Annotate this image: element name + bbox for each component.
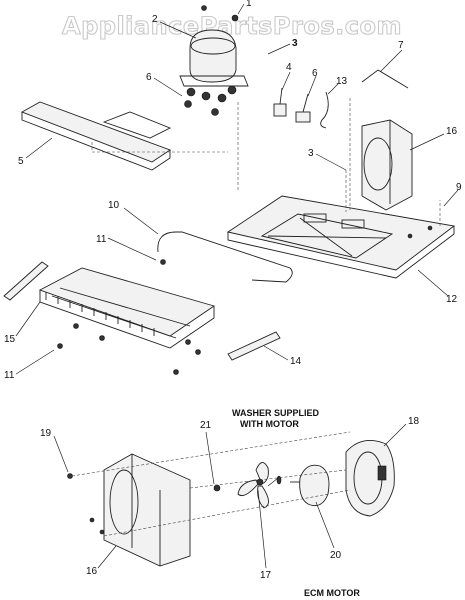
condenser-coil-15 xyxy=(38,267,216,349)
callout-4: 4 xyxy=(286,62,292,73)
callout-14: 14 xyxy=(290,356,302,367)
compressor xyxy=(179,29,249,103)
nut-21 xyxy=(213,484,221,492)
motor-20 xyxy=(290,464,330,507)
callout-2: 2 xyxy=(152,14,158,25)
ecm-motor-label: ECM MOTOR xyxy=(304,588,360,598)
callout-17: 17 xyxy=(260,570,272,581)
wire-13 xyxy=(320,91,329,129)
screws-11 xyxy=(57,259,201,375)
callout-3a: 3 xyxy=(292,38,298,49)
callout-15: 15 xyxy=(4,334,16,345)
callout-11b: 11 xyxy=(4,370,15,381)
callout-13: 13 xyxy=(336,76,348,87)
gasket-7 xyxy=(361,69,409,89)
callout-16b: 16 xyxy=(86,566,98,577)
callout-3b: 3 xyxy=(308,148,314,159)
fan-shroud-16-upper xyxy=(361,119,413,211)
callout-12: 12 xyxy=(446,294,458,305)
callout-18: 18 xyxy=(408,416,420,427)
fan-shroud-16-lower xyxy=(89,453,191,567)
callout-20: 20 xyxy=(330,550,342,561)
watermark-text: AppliancePartsPros.com xyxy=(62,12,402,40)
callout-10: 10 xyxy=(108,200,120,211)
callout-5: 5 xyxy=(18,156,24,167)
overload-8 xyxy=(295,93,311,123)
drain-tray-5 xyxy=(20,101,172,171)
strip-left xyxy=(3,261,49,301)
motor-bracket-18 xyxy=(345,439,395,517)
grommets-6 xyxy=(184,100,219,116)
callout-9: 9 xyxy=(456,182,462,193)
condenser-tube-10 xyxy=(157,231,293,283)
strip-14 xyxy=(227,331,281,361)
screw-1 xyxy=(201,5,239,22)
callout-1: 1 xyxy=(246,0,252,9)
callout-11a: 11 xyxy=(96,234,107,245)
washer-note-line1: WASHER SUPPLIED xyxy=(232,408,320,418)
callout-21: 21 xyxy=(200,420,212,431)
callout-7: 7 xyxy=(398,40,404,51)
base-pan-12 xyxy=(226,195,456,279)
callout-16a: 16 xyxy=(446,126,458,137)
screw-19 xyxy=(67,473,73,479)
washer xyxy=(276,475,282,485)
callout-6a: 6 xyxy=(146,72,152,83)
callout-19: 19 xyxy=(40,428,52,439)
relay-4 xyxy=(273,87,287,117)
callout-6b: 6 xyxy=(312,68,318,79)
washer-note-line2: WITH MOTOR xyxy=(240,419,299,429)
fan-blade-17 xyxy=(237,462,269,509)
